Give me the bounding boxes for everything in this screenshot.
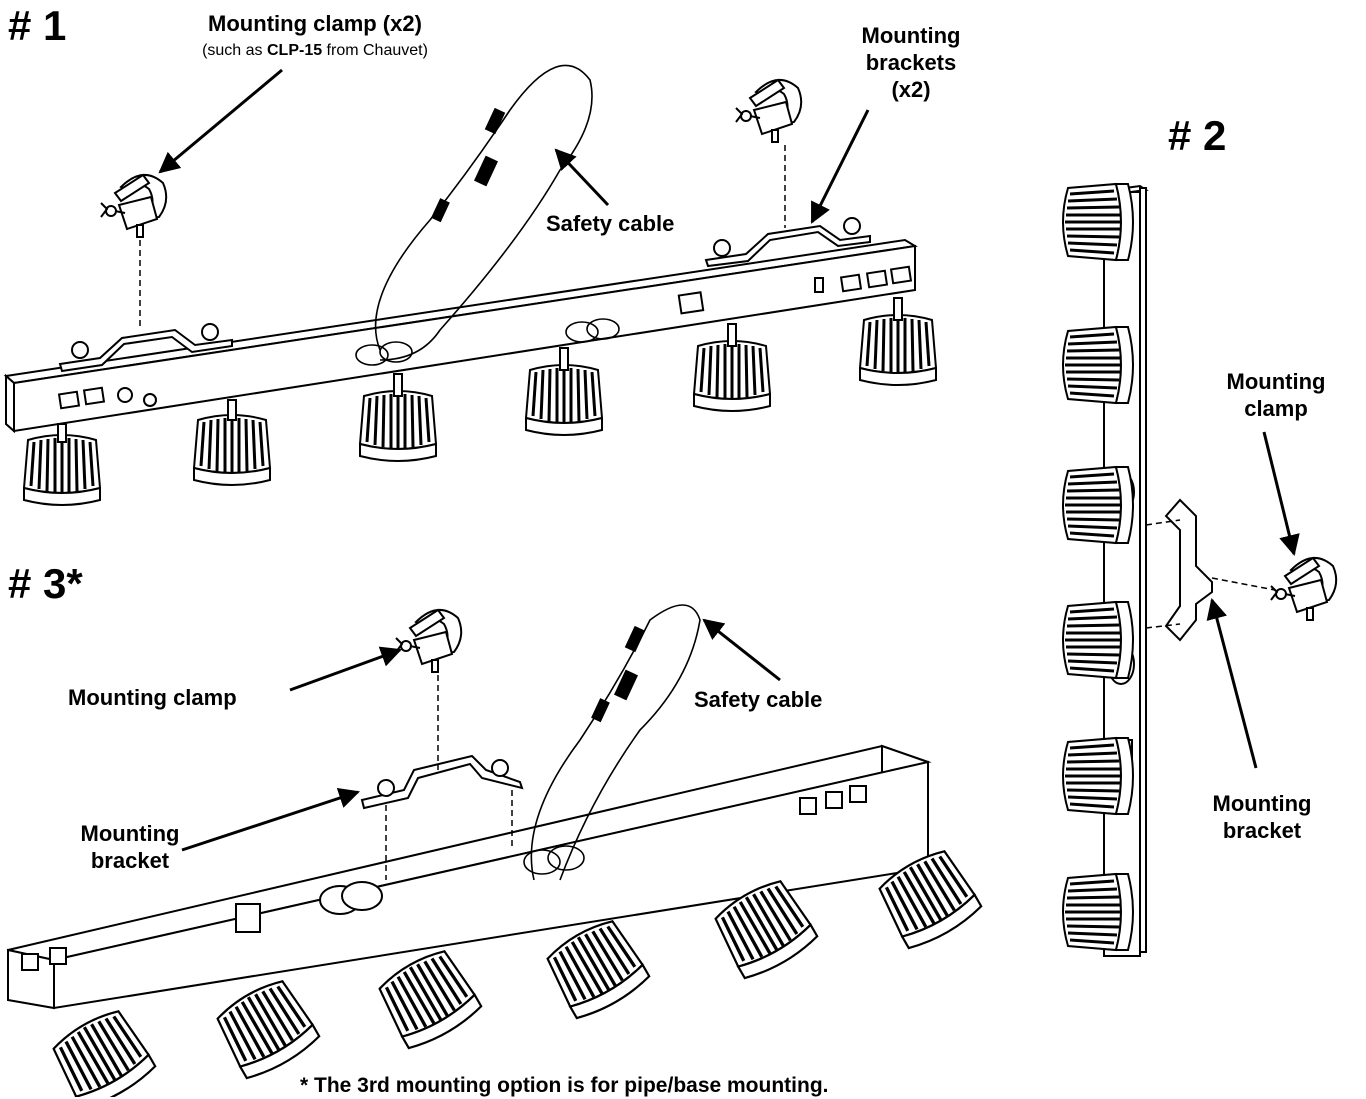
bracket-1a bbox=[58, 323, 233, 373]
label-safety-cable-3: Safety cable bbox=[694, 687, 823, 712]
brackets-line1: Mounting bbox=[861, 23, 961, 48]
clamp-3 bbox=[395, 608, 463, 673]
clamp-2 bbox=[1270, 556, 1338, 621]
arrow-bracket-3 bbox=[181, 787, 360, 852]
bracket-2 bbox=[1164, 498, 1213, 642]
label-mounting-clamp-3: Mounting clamp bbox=[68, 685, 237, 710]
label-mounting-bracket-3: Mounting bracket bbox=[60, 820, 200, 874]
arrows bbox=[158, 68, 1300, 852]
clamp-1a bbox=[100, 173, 168, 238]
label-mounting-bracket-2: Mounting bracket bbox=[1192, 790, 1332, 844]
bracket-2-line2: bracket bbox=[1222, 818, 1302, 843]
label-clamp-x2-title: Mounting clamp (x2) bbox=[208, 11, 422, 36]
bracket-3-line2: bracket bbox=[90, 848, 170, 873]
clamp-2-line2: clamp bbox=[1244, 396, 1308, 421]
brackets-line3: (x2) bbox=[891, 77, 931, 102]
bar-1 bbox=[3, 238, 918, 434]
section-number-3: # 3* bbox=[8, 560, 83, 607]
note-prefix: (such as bbox=[202, 42, 267, 59]
brackets-line2: brackets bbox=[865, 50, 957, 75]
footnote: * The 3rd mounting option is for pipe/ba… bbox=[300, 1074, 829, 1097]
bracket-3 bbox=[360, 754, 524, 810]
bar-2 bbox=[1103, 184, 1149, 957]
note-suffix: from Chauvet) bbox=[322, 42, 428, 59]
arrow-clamp-3 bbox=[289, 646, 402, 692]
section-number-1: # 1 bbox=[8, 2, 67, 49]
label-mounting-clamp-2: Mounting clamp bbox=[1206, 368, 1346, 422]
arrow-clamp-x2 bbox=[158, 68, 283, 174]
bracket-3-line1: Mounting bbox=[80, 821, 180, 846]
arrow-bracket-2 bbox=[1206, 597, 1258, 769]
bracket-2-line1: Mounting bbox=[1212, 791, 1312, 816]
arrow-clamp-2 bbox=[1262, 431, 1300, 557]
label-clamp-x2: Mounting clamp (x2) (such as CLP-15 from… bbox=[190, 10, 440, 64]
clamp-2-line1: Mounting bbox=[1226, 369, 1326, 394]
bar-3 bbox=[7, 744, 932, 1010]
note-model: CLP-15 bbox=[266, 42, 323, 59]
label-mounting-brackets: Mounting brackets (x2) bbox=[846, 22, 976, 103]
section-number-2: # 2 bbox=[1168, 112, 1227, 159]
clamp-1b bbox=[735, 78, 803, 143]
arrow-safety-cable-1 bbox=[554, 148, 610, 207]
label-safety-cable-1: Safety cable bbox=[546, 211, 675, 236]
safety-cable-3 bbox=[523, 604, 701, 881]
arrow-brackets bbox=[810, 109, 870, 224]
safety-cable-1 bbox=[355, 64, 620, 366]
bracket-1b bbox=[704, 217, 871, 268]
arrow-safety-cable-3 bbox=[702, 618, 781, 682]
label-clamp-x2-note: (such as CLP-15 from Chauvet) bbox=[190, 37, 440, 64]
